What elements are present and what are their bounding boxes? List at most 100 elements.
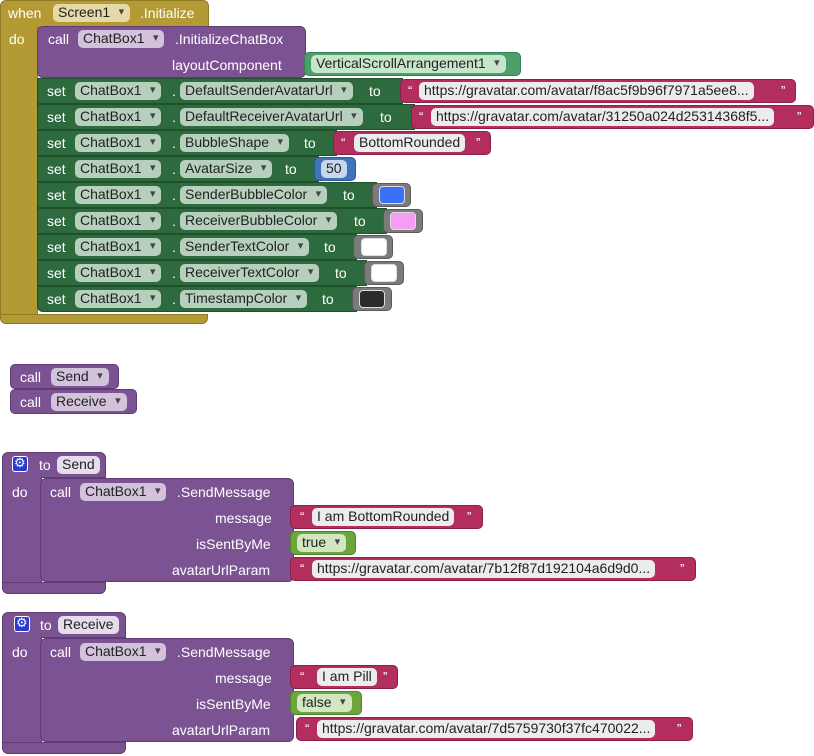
method-name: .SendMessage	[177, 484, 271, 500]
property-dropdown[interactable]: AvatarSize	[180, 160, 273, 178]
dot: .	[172, 291, 176, 307]
avatar-url-param-label: avatarUrlParam	[172, 562, 271, 578]
screen-dropdown[interactable]: Screen1	[53, 4, 131, 22]
boolean-dropdown[interactable]: true	[297, 534, 347, 552]
property-dropdown[interactable]: SenderBubbleColor	[180, 186, 328, 204]
property-dropdown[interactable]: DefaultSenderAvatarUrl	[180, 82, 353, 100]
open-quote: “	[300, 669, 305, 684]
dot: .	[172, 161, 176, 177]
open-quote: “	[408, 83, 413, 98]
set-keyword: set	[47, 109, 66, 125]
avatar-url-value[interactable]: https://gravatar.com/avatar/7d5759730f37…	[317, 720, 656, 738]
open-quote: “	[341, 135, 346, 150]
close-quote: ”	[476, 135, 481, 150]
is-sent-by-me-label: isSentByMe	[196, 536, 271, 552]
close-quote: ”	[677, 721, 682, 736]
procedure-dropdown[interactable]: Receive	[51, 393, 127, 411]
close-quote: ”	[383, 669, 388, 684]
dot: .	[172, 265, 176, 281]
to-keyword: to	[324, 239, 336, 255]
property-dropdown[interactable]: BubbleShape	[180, 134, 290, 152]
color-swatch[interactable]	[371, 264, 397, 282]
do-keyword: do	[12, 644, 28, 660]
property-dropdown[interactable]: ReceiverTextColor	[180, 264, 320, 282]
color-swatch[interactable]	[390, 212, 416, 230]
send-message-call-block[interactable]	[40, 478, 294, 582]
component-dropdown[interactable]: ChatBox1	[75, 290, 162, 308]
component-dropdown[interactable]: ChatBox1	[75, 160, 162, 178]
open-quote: “	[300, 509, 305, 524]
set-keyword: set	[47, 213, 66, 229]
chatbox-dropdown[interactable]: ChatBox1	[78, 30, 165, 48]
dot: .	[172, 239, 176, 255]
procedure-name-field[interactable]: Receive	[58, 616, 119, 634]
close-quote: ”	[467, 509, 472, 524]
call-keyword: call	[20, 394, 42, 410]
component-dropdown[interactable]: ChatBox1	[75, 186, 162, 204]
property-dropdown[interactable]: ReceiverBubbleColor	[180, 212, 338, 230]
property-dropdown[interactable]: DefaultReceiverAvatarUrl	[180, 108, 363, 126]
chatbox-dropdown[interactable]: ChatBox1	[80, 643, 167, 661]
call-keyword: call	[50, 644, 72, 660]
boolean-dropdown[interactable]: false	[297, 694, 352, 712]
set-keyword: set	[47, 83, 66, 99]
to-keyword: to	[354, 213, 366, 229]
component-dropdown[interactable]: ChatBox1	[75, 238, 162, 256]
layout-component-label: layoutComponent	[172, 57, 282, 73]
dot: .	[172, 109, 176, 125]
to-keyword: to	[39, 457, 51, 473]
component-dropdown[interactable]: ChatBox1	[75, 82, 162, 100]
close-quote: ”	[781, 83, 786, 98]
text-value[interactable]: https://gravatar.com/avatar/31250a024d25…	[431, 108, 775, 126]
avatar-url-value[interactable]: https://gravatar.com/avatar/7b12f87d1921…	[312, 560, 656, 578]
component-dropdown[interactable]: ChatBox1	[75, 108, 162, 126]
set-keyword: set	[47, 291, 66, 307]
procedure-footer	[2, 742, 126, 754]
color-swatch[interactable]	[361, 238, 387, 256]
set-keyword: set	[47, 265, 66, 281]
close-quote: ”	[797, 109, 802, 124]
message-param-label: message	[215, 510, 272, 526]
event-name: .Initialize	[140, 5, 195, 21]
color-swatch[interactable]	[379, 186, 405, 204]
call-keyword: call	[48, 31, 70, 47]
call-keyword: call	[50, 484, 72, 500]
dot: .	[172, 213, 176, 229]
to-keyword: to	[304, 135, 316, 151]
number-value[interactable]: 50	[321, 160, 347, 178]
set-keyword: set	[47, 239, 66, 255]
procedure-spine	[2, 476, 42, 586]
event-spine	[0, 26, 38, 318]
to-keyword: to	[40, 617, 52, 633]
set-keyword: set	[47, 161, 66, 177]
set-keyword: set	[47, 135, 66, 151]
procedure-name-field[interactable]: Send	[57, 456, 100, 474]
close-quote: ”	[680, 561, 685, 576]
dot: .	[172, 135, 176, 151]
do-keyword: do	[12, 484, 28, 500]
gear-icon[interactable]	[14, 615, 30, 632]
open-quote: “	[300, 561, 305, 576]
component-dropdown[interactable]: ChatBox1	[75, 134, 162, 152]
to-keyword: to	[380, 109, 392, 125]
event-footer	[0, 314, 208, 324]
property-dropdown[interactable]: TimestampColor	[180, 290, 308, 308]
to-keyword: to	[322, 291, 334, 307]
chatbox-dropdown[interactable]: ChatBox1	[80, 483, 167, 501]
component-dropdown[interactable]: ChatBox1	[75, 264, 162, 282]
set-keyword: set	[47, 187, 66, 203]
open-quote: “	[419, 109, 424, 124]
dot: .	[172, 187, 176, 203]
color-swatch[interactable]	[359, 290, 385, 308]
message-value[interactable]: I am BottomRounded	[312, 508, 455, 526]
message-value[interactable]: I am Pill	[317, 668, 377, 686]
text-value[interactable]: BottomRounded	[354, 134, 466, 152]
gear-icon[interactable]	[12, 455, 28, 472]
procedure-dropdown[interactable]: Send	[51, 368, 109, 386]
method-name: .SendMessage	[177, 644, 271, 660]
component-dropdown[interactable]: ChatBox1	[75, 212, 162, 230]
arrangement-dropdown[interactable]: VerticalScrollArrangement1	[311, 55, 506, 73]
text-value[interactable]: https://gravatar.com/avatar/f8ac5f9b96f7…	[419, 82, 754, 100]
call-keyword: call	[20, 369, 42, 385]
property-dropdown[interactable]: SenderTextColor	[180, 238, 310, 256]
